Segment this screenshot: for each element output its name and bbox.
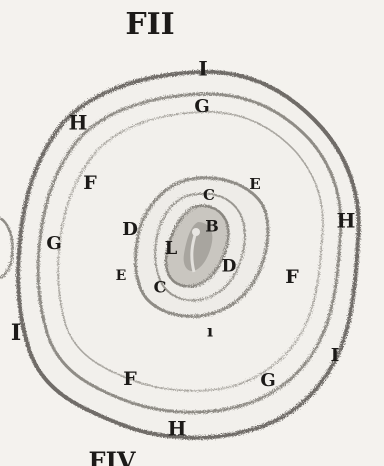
label-h-right: H (337, 209, 356, 233)
label-g-top: G (194, 96, 209, 117)
label-i-top: I (198, 57, 207, 81)
small-mark: ı (207, 322, 213, 341)
label-c-upper: C (203, 186, 215, 204)
label-f-bottom: F (123, 368, 137, 390)
label-e-upper: E (249, 175, 260, 193)
label-c-lower: C (154, 278, 167, 297)
label-e-lower: E (116, 268, 127, 284)
label-g-lower-right: G (260, 370, 275, 391)
label-b: B (205, 217, 219, 236)
label-l: L (165, 238, 178, 259)
figure-title: FII (125, 7, 174, 42)
label-i-right: I (331, 345, 339, 366)
label-h-upper-left: H (69, 111, 88, 135)
label-g-left: G (46, 233, 61, 254)
label-i-left: I (11, 320, 21, 346)
label-d-left: D (122, 219, 138, 240)
label-d-right: D (222, 257, 237, 277)
label-f-left: F (83, 172, 97, 194)
footer-text: FIV (89, 447, 136, 466)
label-f-right: F (285, 266, 299, 288)
core-dot (192, 228, 200, 236)
label-h-bottom: H (168, 417, 187, 441)
